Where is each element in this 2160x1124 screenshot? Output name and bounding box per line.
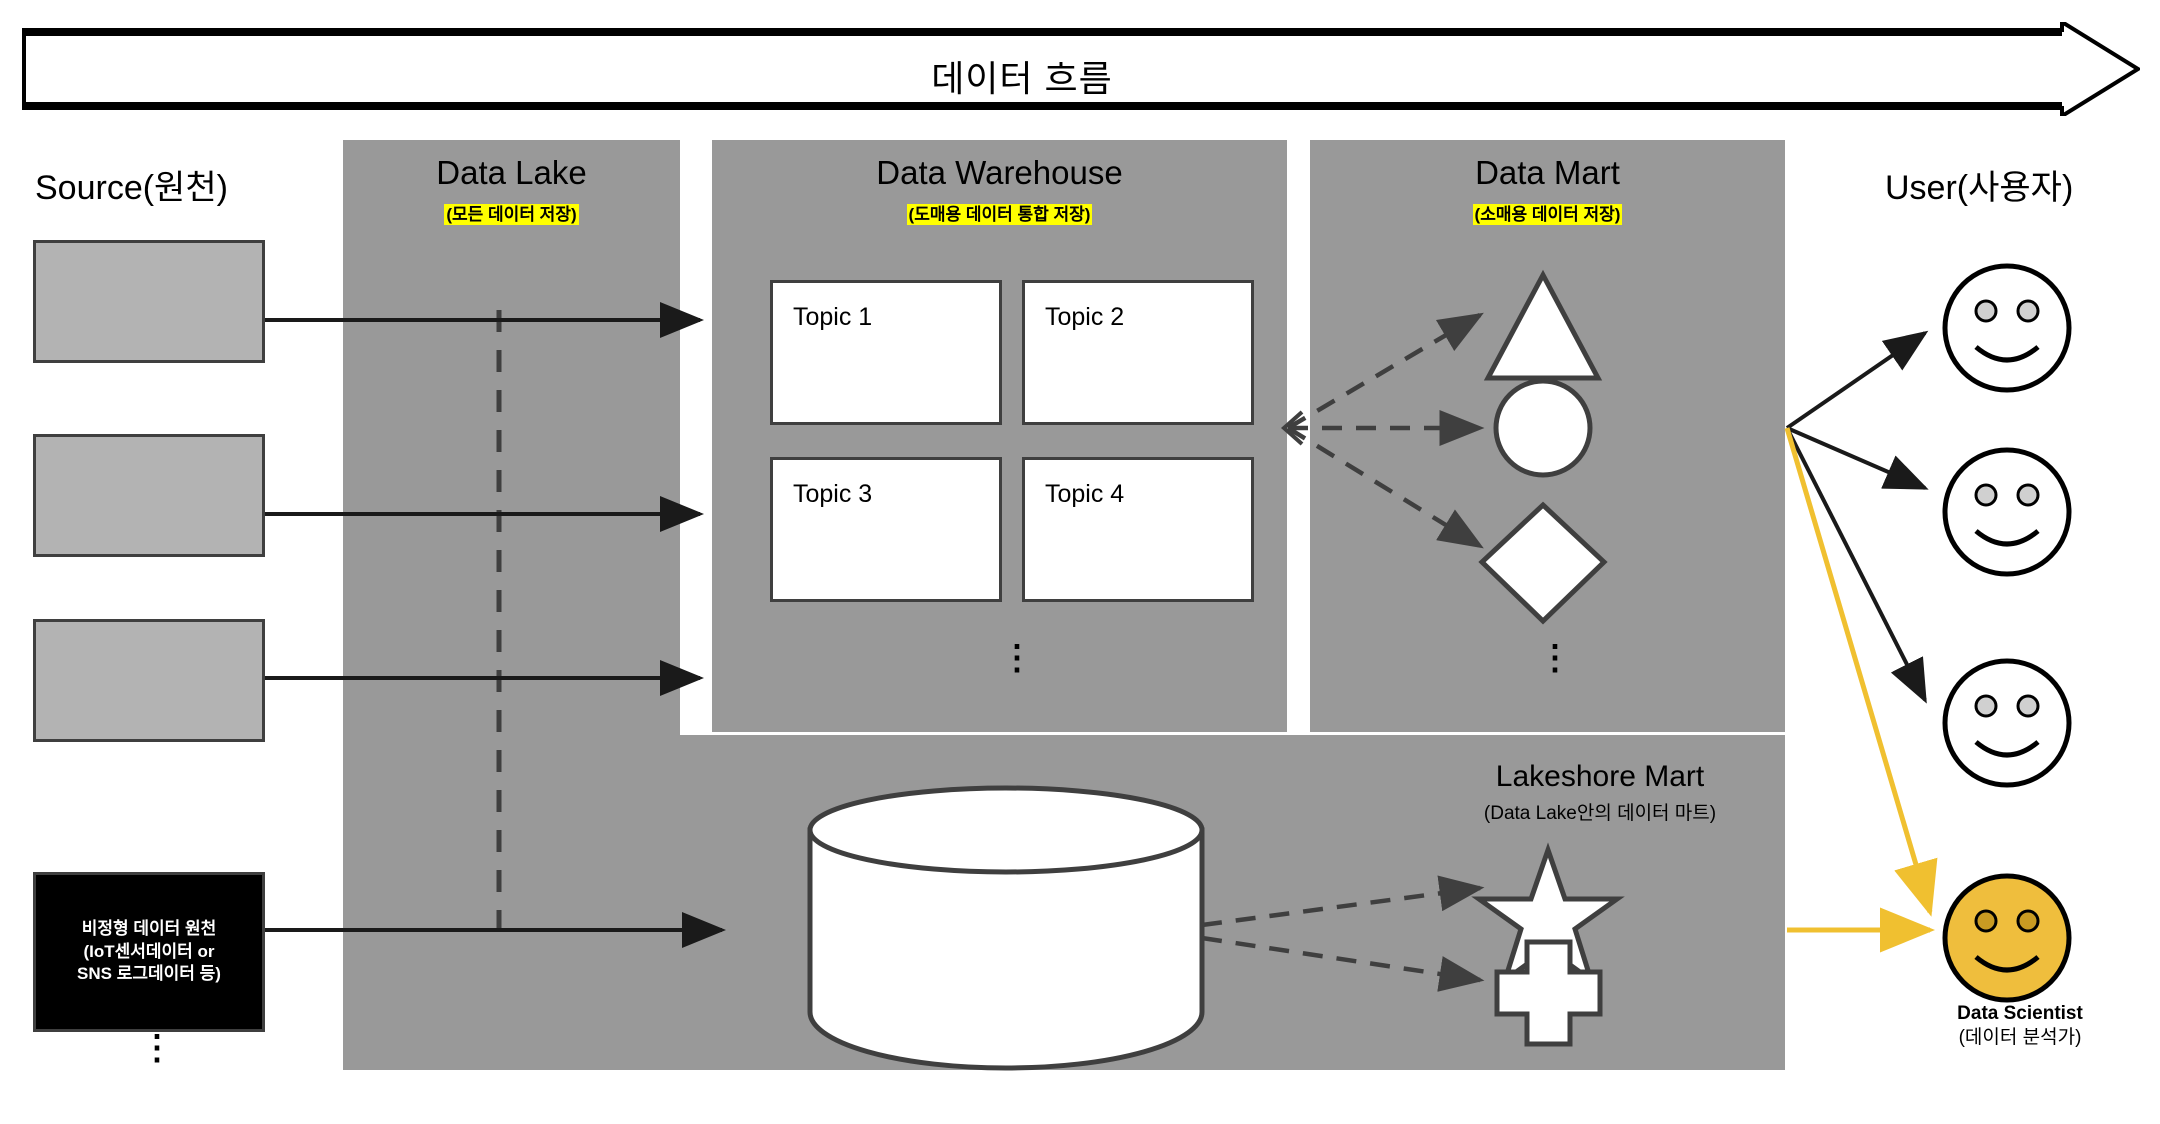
zone-subtitle-highlight-data-warehouse: (도매용 데이터 통합 저장) xyxy=(906,204,1093,225)
zone-data-warehouse: Data Warehouse (도매용 데이터 통합 저장) xyxy=(712,140,1287,732)
topic-label-2: Topic 2 xyxy=(1045,303,1125,331)
topic-box-4[interactable]: Topic 4 xyxy=(1022,457,1254,602)
zone-subtitle-data-mart: (소매용 데이터 저장) xyxy=(1310,200,1785,225)
topic-box-1[interactable]: Topic 1 xyxy=(770,280,1002,425)
data-scientist-smiley[interactable] xyxy=(1942,873,2072,1003)
topic-label-4: Topic 4 xyxy=(1045,480,1125,508)
source-box-3[interactable] xyxy=(33,619,265,742)
data-scientist-caption: Data Scientist (데이터 분석가) xyxy=(1900,1002,2140,1050)
connector-mart-to-user2 xyxy=(1786,426,1929,490)
user-smiley-3[interactable] xyxy=(1942,658,2072,788)
topic-box-3[interactable]: Topic 3 xyxy=(770,457,1002,602)
warehouse-ellipsis: ⋮ xyxy=(1000,639,1034,677)
source-ellipsis: ⋮ xyxy=(140,1029,174,1067)
zone-title-data-mart: Data Mart xyxy=(1475,154,1620,191)
user-smiley-1[interactable] xyxy=(1942,263,2072,393)
zone-data-lake: Data Lake (모든 데이터 저장) xyxy=(343,140,680,1070)
source-box-1[interactable] xyxy=(33,240,265,363)
connector-mart-to-user3 xyxy=(1785,427,1927,704)
zone-subtitle-highlight-data-lake: (모든 데이터 저장) xyxy=(444,204,579,225)
zone-subtitle-data-lake: (모든 데이터 저장) xyxy=(343,200,680,225)
source-box-unstructured-text: 비정형 데이터 원천 (IoT센서데이터 or SNS 로그데이터 등) xyxy=(77,918,221,987)
topic-box-2[interactable]: Topic 2 xyxy=(1022,280,1254,425)
data-flow-label: 데이터 흐름 xyxy=(931,58,1113,99)
column-header-user: User(사용자) xyxy=(1885,169,2074,207)
source-box-2[interactable] xyxy=(33,434,265,557)
connector-mart-to-user1 xyxy=(1785,330,1929,430)
data-flow-arrow: 데이터 흐름 xyxy=(22,22,2140,116)
column-header-source: Source(원천) xyxy=(35,169,228,207)
flow-arrow-top-bar xyxy=(24,30,2062,36)
data-scientist-subtitle: (데이터 분석가) xyxy=(1958,1026,2082,1048)
lakeshore-mart-subtitle: (Data Lake안의 데이터 마트) xyxy=(1483,803,1717,824)
data-scientist-name: Data Scientist xyxy=(1957,1003,2083,1024)
zone-subtitle-data-warehouse: (도매용 데이터 통합 저장) xyxy=(712,200,1287,225)
unstructured-line-1: 비정형 데이터 원천 xyxy=(81,918,217,938)
user-smiley-2[interactable] xyxy=(1942,447,2072,577)
source-box-unstructured[interactable]: 비정형 데이터 원천 (IoT센서데이터 or SNS 로그데이터 등) xyxy=(33,872,265,1032)
zone-subtitle-highlight-data-mart: (소매용 데이터 저장) xyxy=(1472,204,1623,225)
lakeshore-ellipsis: ⋮ xyxy=(1538,1009,1572,1047)
mart-ellipsis: ⋮ xyxy=(1538,639,1572,677)
unstructured-line-3: SNS 로그데이터 등) xyxy=(77,964,221,984)
zone-title-data-lake: Data Lake xyxy=(436,154,587,191)
lakeshore-mart-title: Lakeshore Mart xyxy=(1495,760,1705,793)
connector-mart-to-data-scientist xyxy=(1784,427,1938,917)
topic-label-3: Topic 3 xyxy=(793,480,873,508)
zone-title-data-warehouse: Data Warehouse xyxy=(876,154,1123,191)
topic-label-1: Topic 1 xyxy=(793,303,873,331)
flow-arrow-bottom-bar xyxy=(24,102,2062,108)
unstructured-line-2: (IoT센서데이터 or xyxy=(83,941,215,961)
